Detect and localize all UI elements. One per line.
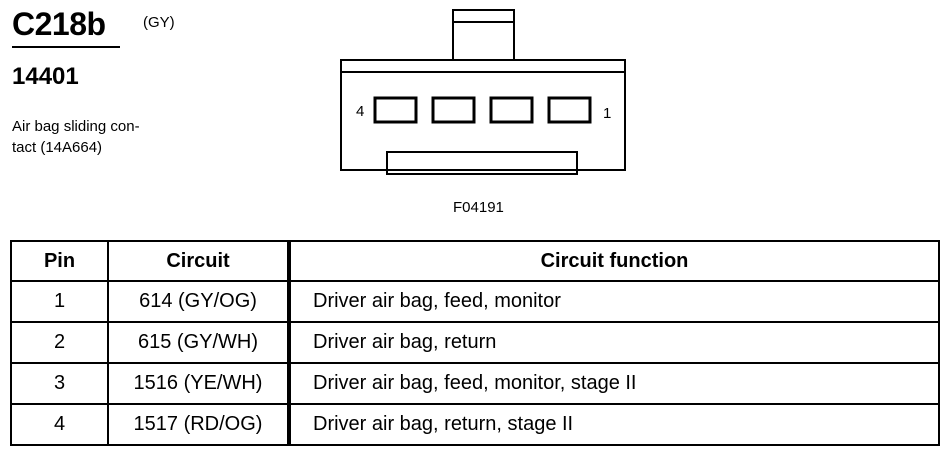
column-header-circuit: Circuit (107, 240, 290, 282)
connector-color: (GY) (143, 14, 175, 31)
pin-cell: 2 (10, 321, 109, 364)
circuit-function-cell: Driver air bag, return (287, 321, 940, 364)
column-header-pin: Pin (10, 240, 109, 282)
connector-key-rail (386, 151, 578, 175)
pin-cavity-4 (373, 96, 418, 124)
component-description-line: tact (14A664) (12, 139, 103, 156)
table-row: 4 1517 (RD/OG) Driver air bag, return, s… (10, 403, 940, 446)
pin-label-right: 1 (603, 105, 611, 122)
component-description: Air bag sliding con- tact (14A664) (12, 116, 182, 158)
table-header-row: Pin Circuit Circuit function (10, 240, 940, 282)
circuit-function-cell: Driver air bag, return, stage II (287, 403, 940, 446)
pin-cavity-2 (489, 96, 534, 124)
pin-label-left: 4 (356, 103, 364, 120)
circuit-cell: 615 (GY/WH) (107, 321, 290, 364)
column-header-circuit-function: Circuit function (287, 240, 940, 282)
part-number: 14401 (12, 63, 79, 90)
connector-lock-tab (452, 9, 515, 61)
component-description-line: Air bag sliding con- (12, 118, 140, 135)
circuit-cell: 614 (GY/OG) (107, 280, 290, 323)
figure-code: F04191 (453, 199, 504, 216)
circuit-function-cell: Driver air bag, feed, monitor, stage II (287, 362, 940, 405)
pin-cavity-1 (547, 96, 592, 124)
table-row: 1 614 (GY/OG) Driver air bag, feed, moni… (10, 280, 940, 323)
circuit-cell: 1517 (RD/OG) (107, 403, 290, 446)
pin-cell: 4 (10, 403, 109, 446)
table-row: 2 615 (GY/WH) Driver air bag, return (10, 321, 940, 364)
circuit-cell: 1516 (YE/WH) (107, 362, 290, 405)
connector-face-diagram: 4 1 (340, 9, 626, 175)
connector-id: C218b (12, 6, 106, 42)
circuit-function-cell: Driver air bag, feed, monitor (287, 280, 940, 323)
connector-body (340, 59, 626, 171)
pin-cell: 1 (10, 280, 109, 323)
table-row: 3 1516 (YE/WH) Driver air bag, feed, mon… (10, 362, 940, 405)
pin-cell: 3 (10, 362, 109, 405)
pin-cavity-3 (431, 96, 476, 124)
connector-id-underline (12, 46, 120, 48)
pin-table: Pin Circuit Circuit function 1 614 (GY/O… (10, 240, 940, 446)
